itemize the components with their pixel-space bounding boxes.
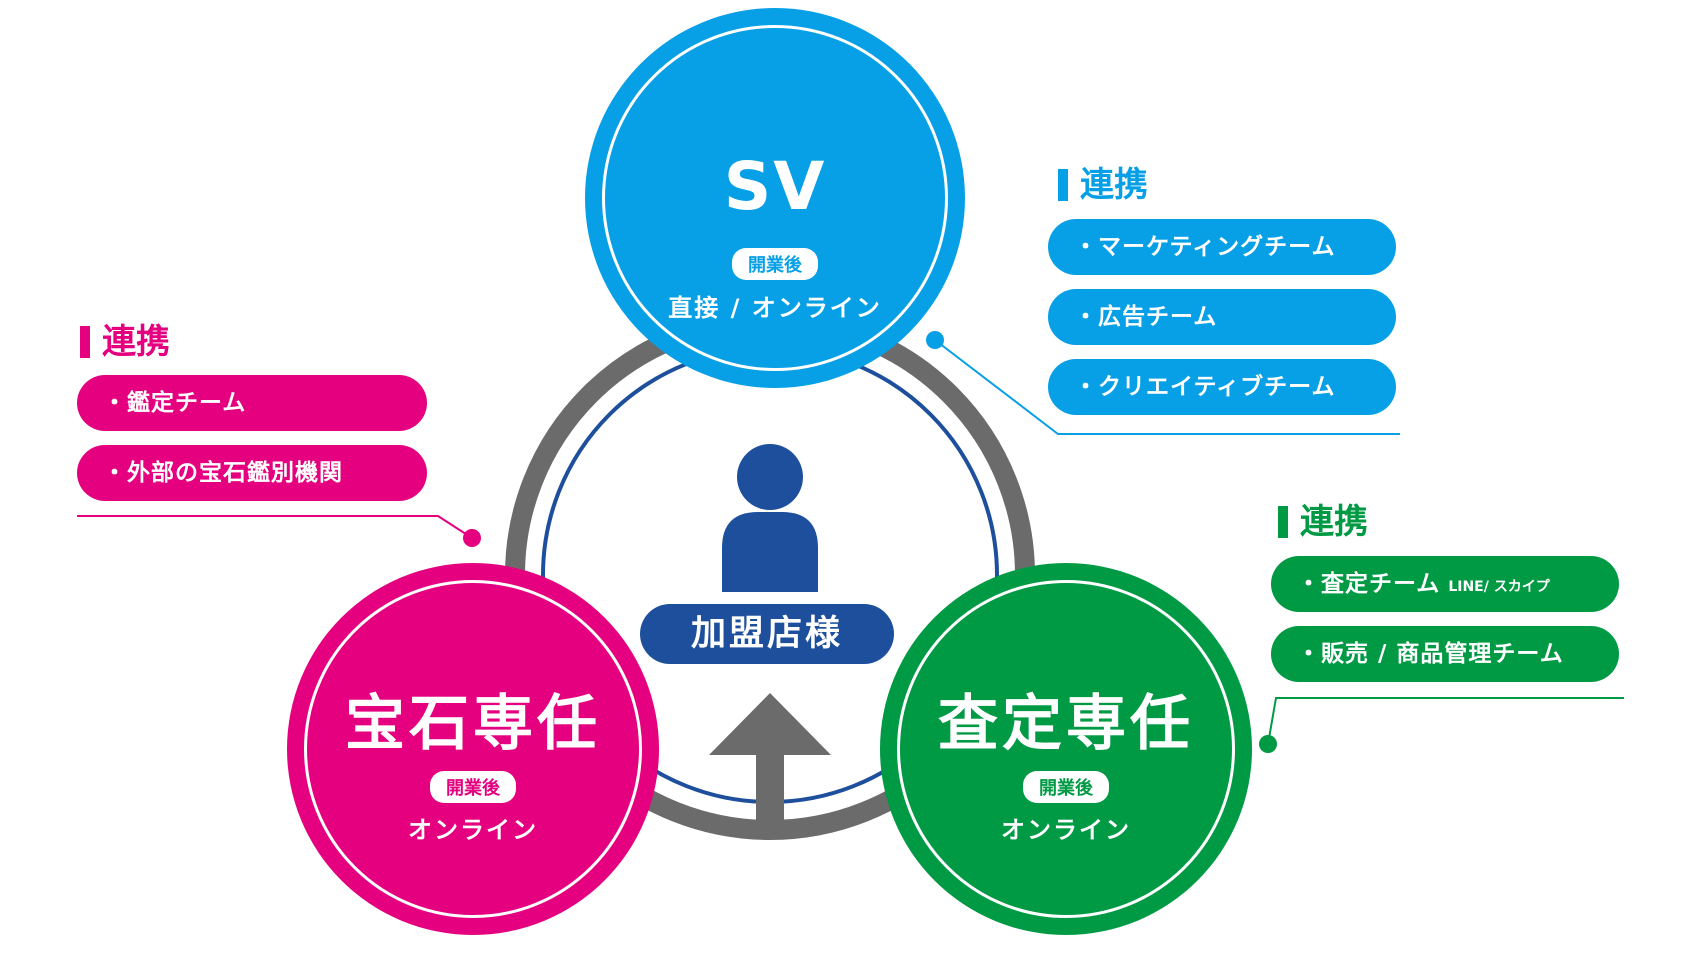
gem-hub-tag: 開業後: [430, 771, 516, 803]
gem-hub-circle: 宝石専任 開業後 オンライン: [287, 563, 659, 935]
sv-panel-item: ・クリエイティブチーム: [1048, 359, 1396, 415]
appraisal-panel-item: ・査定チーム LINE/ スカイプ: [1271, 556, 1619, 612]
sv-hub-title: SV: [723, 148, 827, 225]
sv-panel-heading: 連携: [1058, 165, 1148, 205]
appraisal-heading-bar: [1278, 506, 1288, 538]
gem-panel-item: ・鑑定チーム: [77, 375, 427, 431]
appraisal-panel-item: ・販売 / 商品管理チーム: [1271, 626, 1619, 682]
sv-hub-tag: 開業後: [732, 248, 818, 280]
sv-heading-bar: [1058, 169, 1068, 201]
appraisal-item-text: ・査定チーム: [1297, 571, 1441, 597]
sv-hub-inner-ring: [602, 25, 948, 371]
gem-panel-item: ・外部の宝石鑑別機関: [77, 445, 427, 501]
connector-gem: [77, 515, 481, 547]
up-arrow-icon: [709, 693, 831, 822]
appraisal-item-note: LINE/ スカイプ: [1448, 579, 1550, 595]
gem-hub-mode: オンライン: [408, 816, 538, 844]
gem-heading-text: 連携: [102, 322, 170, 362]
appraisal-heading-text: 連携: [1300, 502, 1368, 542]
appraisal-hub-tag: 開業後: [1023, 771, 1109, 803]
connector-appraisal: [1259, 697, 1624, 753]
appraisal-panel-heading: 連携: [1278, 502, 1368, 542]
gem-heading-bar: [80, 326, 90, 358]
sv-hub-mode: 直接 / オンライン: [668, 294, 882, 322]
gem-panel-heading: 連携: [80, 322, 170, 362]
sv-panel-item: ・マーケティングチーム: [1048, 219, 1396, 275]
appraisal-hub-circle: 査定専任 開業後 オンライン: [880, 563, 1252, 935]
gem-hub-title: 宝石専任: [345, 689, 601, 759]
connector-sv: [926, 331, 1400, 435]
center-label: 加盟店様: [640, 604, 894, 664]
sv-panel-item: ・広告チーム: [1048, 289, 1396, 345]
appraisal-hub-title: 査定専任: [938, 689, 1194, 759]
appraisal-hub-inner-ring: [897, 580, 1235, 918]
person-icon: [722, 444, 818, 592]
gem-hub-inner-ring: [304, 580, 642, 918]
appraisal-hub-mode: オンライン: [1001, 816, 1131, 844]
sv-hub-circle: SV 開業後 直接 / オンライン: [585, 8, 965, 388]
sv-heading-text: 連携: [1080, 165, 1148, 205]
